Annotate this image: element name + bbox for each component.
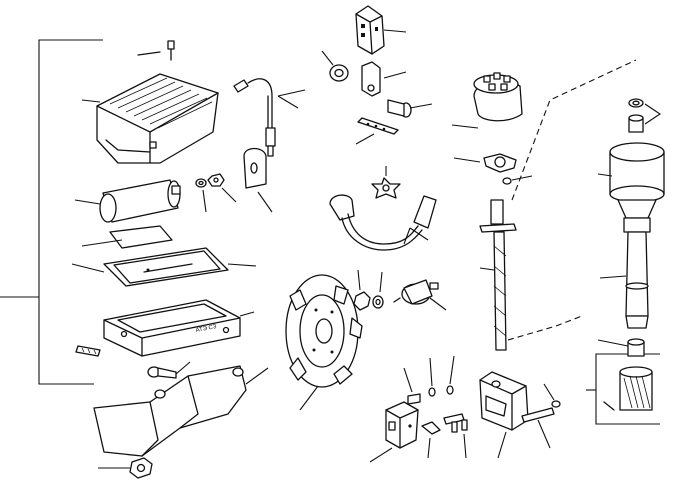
contact-plate [355,5,407,55]
distributor-shaft [479,199,517,351]
washer-small [195,178,207,213]
stud-small [597,338,645,357]
sensor-star [371,166,401,199]
electronic-unit: АТЭ СЗ [103,299,255,357]
washer [321,50,349,82]
mounting-base [93,365,269,457]
cable-tie [355,117,399,145]
bolt [387,99,433,118]
stud-pair [403,355,455,405]
washer-tiny [543,383,561,408]
commutator [369,401,419,463]
gasket [71,247,257,287]
distributor-housing [597,142,665,329]
flywheel-disc [285,274,363,411]
distributor-cap [451,72,523,129]
screw-pair [443,413,468,459]
ignition-coil [74,179,181,223]
shaft-clip [361,61,407,97]
rotor [453,153,517,173]
bushing [628,98,661,133]
shaft-screw [502,175,533,185]
ignition-cable [233,78,306,157]
ignition-unit-housing [81,73,219,164]
spring-clip [75,345,101,357]
high-voltage-cable [329,194,437,251]
screw [137,40,175,61]
nut-and-washer [353,269,384,311]
bracket [243,147,273,213]
gear [603,366,653,411]
plate-label: АТЭ СЗ [195,324,217,334]
oil-pressure-sensor [393,279,447,311]
nut-small [207,173,237,203]
alignment-guide [507,59,637,341]
sensor-housing [479,371,529,459]
clip [421,421,441,459]
stud [147,361,191,379]
nut-large [98,457,153,479]
stud-long [521,407,555,449]
left-group-bracket [0,39,103,385]
mounting-clamp [81,225,173,249]
